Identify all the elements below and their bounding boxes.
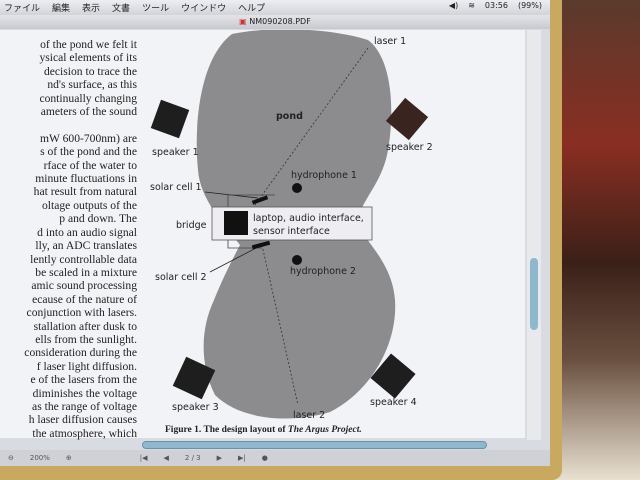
text-line: continually changing [39,91,137,105]
bridge-label: bridge [176,220,207,231]
text-line: diminishes the voltage [32,386,137,400]
next-page-icon[interactable]: ▶ [216,454,223,462]
text-line: oltage outputs of the [42,198,137,212]
text-line: stallation after dusk to [33,319,137,333]
horizontal-scroll-thumb[interactable] [142,441,487,449]
last-page-icon[interactable]: ▶| [238,454,246,462]
hydrophone-1-label: hydrophone 1 [291,170,357,181]
speaker-3-label: speaker 3 [172,402,219,413]
text-line: be scaled in a mixture [35,265,137,279]
text-line: nd's surface, as this [47,78,137,92]
menu-window[interactable]: ウインドウ [181,4,227,14]
text-line: ysical elements of its [39,51,137,65]
text-line: minute fluctuations in [35,172,137,186]
text-line: amic sound processing [31,279,137,293]
pdf-icon: ▣ [239,17,247,26]
prev-page-icon[interactable]: ◀ [163,454,169,462]
menu-help[interactable]: ヘルプ [238,4,266,14]
hydrophone-1 [292,183,302,193]
speaker-2 [385,97,429,141]
menu-file[interactable]: ファイル [4,4,41,14]
box-label-2: sensor interface [253,226,330,237]
text-line: s of the pond and the [40,145,137,159]
first-page-icon[interactable]: |◀ [139,454,148,462]
menu-tools[interactable]: ツール [142,4,170,14]
speaker-1-label: speaker 1 [152,147,199,158]
window-title: ▣ NM090208.PDF [0,15,550,29]
zoom-out-icon[interactable]: ⊖ [8,454,14,462]
solar-cell-2 [251,240,271,250]
speaker-4 [370,353,416,399]
text-line: f laser light diffusion. [36,359,137,373]
text-line: mW 600-700nm) are [39,131,137,145]
solar-cell-1-label: solar cell 1 [150,182,202,193]
vertical-scroll-thumb[interactable] [530,258,538,330]
design-layout-diagram: pond laser 1 laser 2 speaker 3 speaker 1… [150,30,433,421]
caption-title: The Argus Project. [287,425,362,435]
laser-2-label: laser 2 [293,410,325,421]
caption-prefix: Figure 1. The design layout of [165,425,288,435]
back-icon[interactable]: ● [261,454,268,462]
text-line: ells from the sunlight. [35,332,137,346]
text-line: e of the lasers from the [30,373,137,387]
clock[interactable]: 03:56 [484,1,508,10]
solar-cell-2-label: solar cell 2 [155,272,207,283]
menu-edit[interactable]: 編集 [52,4,71,14]
text-line: decision to trace the [43,64,137,78]
page-number[interactable]: 2 / 3 [184,454,201,462]
speaker-3 [172,356,216,400]
menu-bar: ファイル 編集 表示 文書 ツール ウインドウ ヘルプ ◀) ≋ 03:56 (… [0,0,550,15]
figure-caption: Figure 1. The design layout of The Argus… [165,425,362,436]
vertical-scrollbar[interactable] [527,30,541,440]
text-line: the atmosphere, which [32,426,137,440]
text-line: ameters of the sound [40,105,137,119]
text-line: lently controllable data [30,252,137,266]
text-line: consideration during the [24,346,137,360]
text-line: hat result from natural [33,185,137,199]
text-line: rface of the water to [43,158,137,172]
text-line: d into an audio signal [37,225,137,239]
zoom-level[interactable]: 200% [29,454,50,462]
text-line: lly, an ADC translates [35,239,137,253]
pond-label: pond [276,111,303,122]
bottom-toolbar: ⊖ 200% ⊕ |◀ ◀ 2 / 3 ▶ ▶| ● [0,450,550,466]
screen: ファイル 編集 表示 文書 ツール ウインドウ ヘルプ ◀) ≋ 03:56 (… [0,0,550,466]
hydrophone-2 [292,255,302,265]
speaker-4-label: speaker 4 [370,397,417,408]
text-line: conjunction with lasers. [26,306,137,320]
text-line: of the pond we felt it [40,38,137,51]
speaker-1 [150,99,190,139]
menu-document[interactable]: 文書 [112,4,131,14]
text-line: h laser diffusion causes [28,413,137,427]
window-title-text: NM090208.PDF [249,17,311,26]
volume-icon[interactable]: ◀) [448,1,459,10]
text-line: as the range of voltage [32,399,137,413]
solar-cell-1 [251,195,269,205]
box-label-1: laptop, audio interface, [253,213,364,224]
laser-1-label: laser 1 [374,36,406,47]
speaker-2-label: speaker 2 [386,142,433,153]
laptop-block [224,211,248,235]
text-line: p and down. The [59,212,137,226]
laser-lines [254,47,369,406]
wifi-icon[interactable]: ≋ [468,1,475,10]
zoom-in-icon[interactable]: ⊕ [65,454,72,462]
battery-status[interactable]: (99%) [517,1,542,10]
text-line [0,118,137,131]
menu-view[interactable]: 表示 [82,4,101,14]
text-line: ecause of the nature of [32,292,137,306]
hydrophone-2-label: hydrophone 2 [290,266,356,277]
